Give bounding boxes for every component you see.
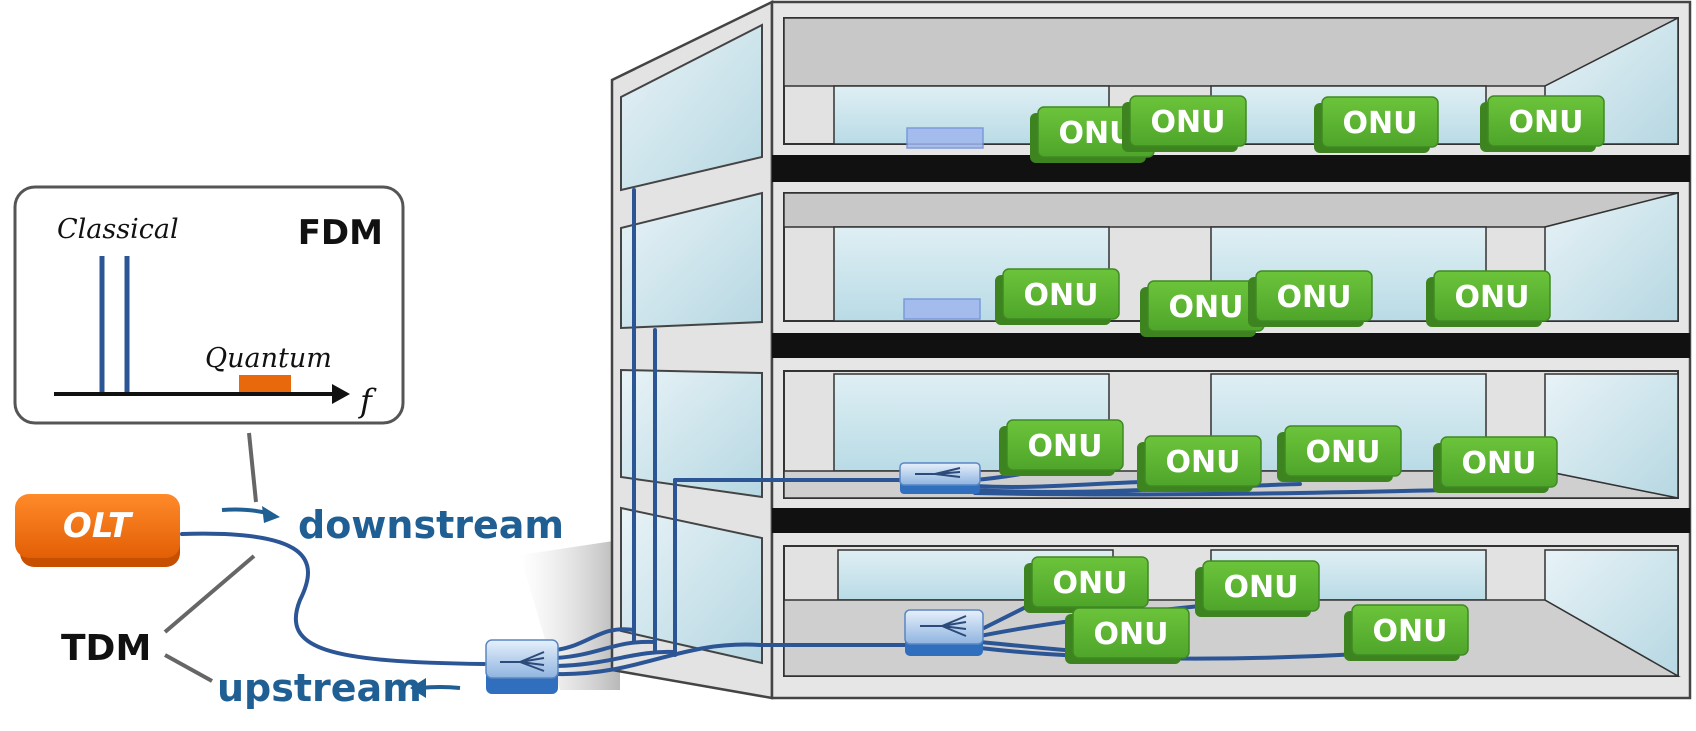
branch-fiber-2 — [554, 639, 657, 660]
tdm-line-downstream — [163, 554, 256, 634]
fdm-box: FDM Classical Quantum f — [13, 185, 405, 425]
onu-device: ONU — [1137, 435, 1262, 492]
onu-label: ONU — [1343, 106, 1418, 141]
axis-arrow-icon — [332, 384, 350, 404]
feeder-fiber — [180, 531, 486, 666]
fdm-title: FDM — [298, 213, 383, 253]
floor-1-splitter-ghost — [906, 127, 984, 149]
tdm-line-upstream — [164, 653, 213, 683]
tdm-label: TDM — [61, 628, 151, 669]
onu-label: ONU — [1059, 116, 1134, 151]
onu-label: ONU — [1224, 570, 1299, 605]
onu-device: ONU — [1344, 604, 1469, 661]
onu-device: ONU — [1065, 607, 1190, 664]
branch-fiber-4 — [554, 642, 912, 677]
onu-label: ONU — [1462, 446, 1537, 481]
onu-device: ONU — [1122, 95, 1247, 152]
splitter-icon — [500, 651, 545, 672]
floor-slab-2 — [772, 333, 1690, 358]
floor-4-splitter — [904, 609, 984, 656]
floor-slab-3 — [772, 508, 1690, 533]
onu-device: ONU — [1277, 425, 1402, 482]
side-window-1 — [620, 23, 763, 192]
onu-device: ONU — [1248, 270, 1373, 327]
onu-label: ONU — [1151, 105, 1226, 140]
floor-slab-1 — [772, 155, 1690, 182]
upstream-arrow-icon — [410, 678, 426, 698]
onu-layer: ONU ONU ONU ONU ONU ONU ONU ONU ONU ONU ONU ONU ONU O… — [995, 95, 1605, 664]
quantum-channel — [239, 375, 291, 393]
floor-3-splitter — [899, 462, 981, 494]
floor-3-drop-4 — [973, 488, 1452, 497]
onu-label: ONU — [1169, 290, 1244, 325]
onu-device: ONU — [1024, 556, 1149, 613]
onu-label: ONU — [1094, 617, 1169, 652]
onu-device: ONU — [995, 268, 1120, 325]
main-splitter — [485, 639, 559, 694]
side-window-3 — [620, 368, 763, 499]
side-window-2 — [620, 191, 763, 330]
fdm-box-frame — [13, 185, 405, 425]
onu-device: ONU — [1480, 95, 1605, 152]
onu-label: ONU — [1277, 280, 1352, 315]
downstream-arrow-icon — [262, 506, 280, 523]
olt-device: OLT — [15, 494, 180, 567]
branch-fiber-1 — [554, 627, 636, 652]
onu-label: ONU — [1373, 614, 1448, 649]
onu-label: ONU — [1509, 105, 1584, 140]
onu-label: ONU — [1028, 429, 1103, 464]
onu-device: ONU — [1426, 270, 1551, 327]
onu-device: ONU — [1195, 560, 1320, 617]
downstream-label: downstream — [298, 503, 564, 547]
upstream-label: upstream — [217, 666, 422, 710]
onu-label: ONU — [1166, 445, 1241, 480]
splitter-icon — [920, 615, 967, 637]
classical-label: Classical — [57, 214, 179, 245]
splitter-icon — [915, 467, 961, 478]
quantum-label: Quantum — [205, 343, 332, 374]
olt-label: OLT — [63, 506, 134, 546]
fdm-connector-line — [247, 432, 258, 503]
onu-label: ONU — [1306, 435, 1381, 470]
onu-label: ONU — [1455, 280, 1530, 315]
floor-2-splitter-ghost — [903, 298, 981, 320]
onu-device: ONU — [999, 419, 1124, 476]
branch-fiber-3 — [554, 649, 677, 668]
onu-label: ONU — [1053, 566, 1128, 601]
onu-label: ONU — [1024, 278, 1099, 313]
onu-device: ONU — [1314, 96, 1439, 153]
onu-device: ONU — [1433, 436, 1558, 493]
olt-face — [15, 494, 180, 558]
onu-device: ONU — [1140, 280, 1265, 337]
